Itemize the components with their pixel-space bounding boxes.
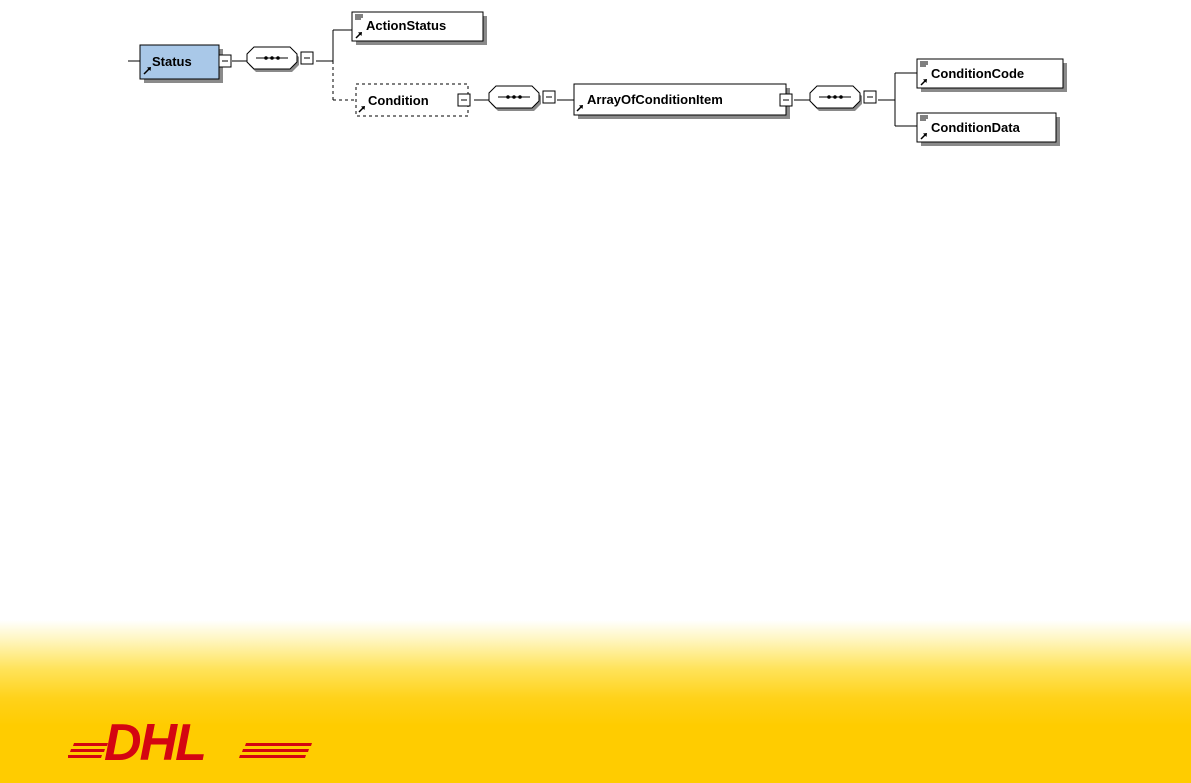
reference-arrow-icon	[920, 79, 927, 86]
node-action-status[interactable]: ActionStatus	[351, 11, 487, 45]
dhl-logo: DHL	[68, 714, 312, 768]
node-condition[interactable]: Condition	[355, 83, 469, 117]
connectors	[128, 29, 917, 127]
schema-diagram: Status ActionStatus Condition	[128, 11, 1067, 146]
reference-arrow-icon	[920, 133, 927, 140]
text-content-icon	[920, 115, 928, 121]
node-condition-code[interactable]: ConditionCode	[916, 58, 1067, 92]
collapse-icon[interactable]	[542, 90, 556, 104]
node-condition-data-label: ConditionData	[931, 120, 1021, 135]
node-array-of-condition-item-label: ArrayOfConditionItem	[587, 92, 723, 107]
sequence-icon	[809, 85, 862, 111]
collapse-icon[interactable]	[457, 93, 471, 107]
text-content-icon	[920, 61, 928, 67]
node-condition-code-label: ConditionCode	[931, 66, 1024, 81]
reference-arrow-icon	[355, 32, 362, 39]
collapse-icon[interactable]	[779, 93, 793, 107]
footer-band	[0, 620, 1191, 783]
node-status[interactable]: Status	[139, 44, 223, 83]
sequence-icon	[488, 85, 541, 111]
sequence-icon	[246, 46, 299, 72]
node-condition-label: Condition	[368, 93, 429, 108]
reference-arrow-icon	[358, 106, 365, 113]
reference-arrow-icon	[143, 67, 151, 75]
collapse-icon[interactable]	[300, 51, 314, 65]
node-array-of-condition-item[interactable]: ArrayOfConditionItem	[573, 83, 790, 119]
collapse-icon[interactable]	[863, 90, 877, 104]
text-content-icon	[355, 14, 363, 20]
dhl-logo-text: DHL	[104, 714, 205, 768]
node-condition-data[interactable]: ConditionData	[916, 112, 1060, 146]
node-action-status-label: ActionStatus	[366, 18, 446, 33]
collapse-icon[interactable]	[218, 54, 232, 68]
node-status-label: Status	[152, 54, 192, 69]
reference-arrow-icon	[576, 105, 583, 112]
